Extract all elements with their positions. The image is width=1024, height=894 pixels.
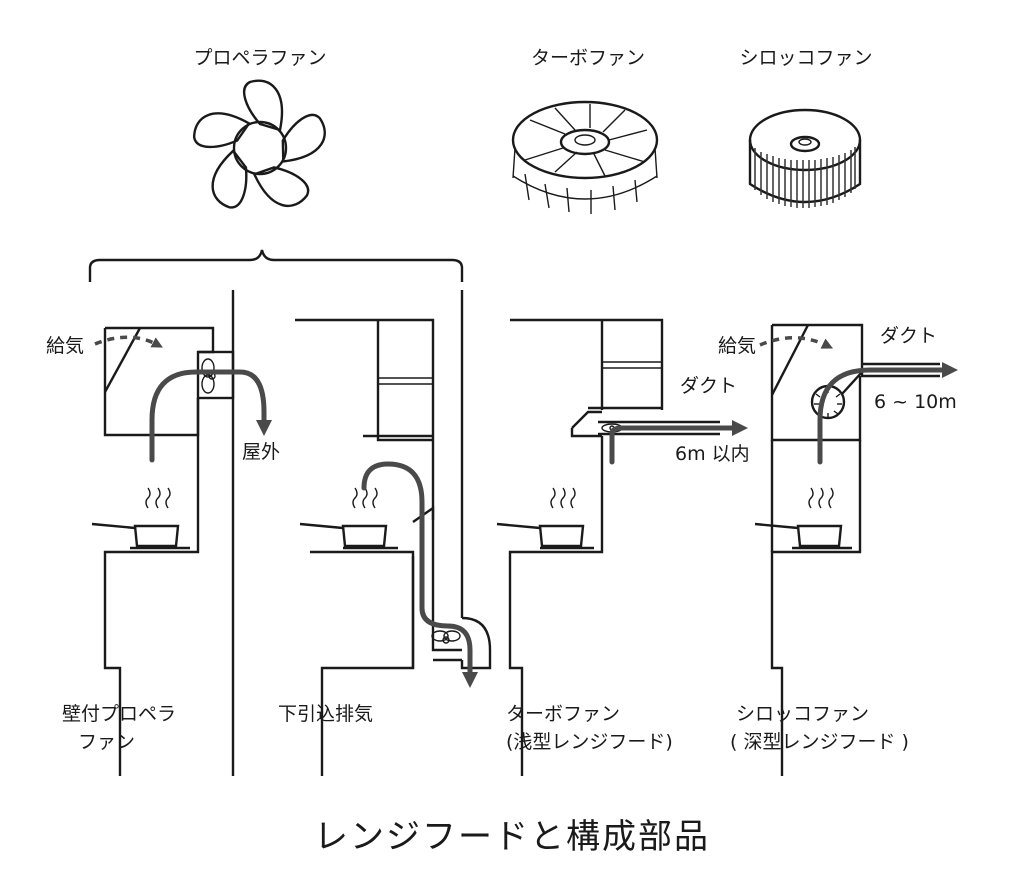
turbo-caption-line1: ターボファン — [506, 703, 620, 725]
figure-title: レンジフードと構成部品 — [314, 817, 710, 857]
sirocco-supply-label: 給気 — [718, 335, 756, 357]
turbo-caption-line2: (浅型レンジフード) — [506, 731, 673, 753]
propeller-fan-label: プロペラファン — [193, 47, 326, 69]
outdoor-label: 屋外 — [242, 441, 280, 463]
panel-sirocco: 給気 ダクト 6 ~ 10m シロッコファン ( 深型レンジフード ) — [718, 323, 959, 776]
sirocco-caption-line2: ( 深型レンジフード ) — [730, 731, 909, 753]
turbo-fan-label: ターボファン — [531, 47, 645, 69]
panel-wall-propeller: 給気 屋外 壁付プロペラ ファン — [46, 290, 280, 776]
supply-label: 給気 — [46, 335, 84, 357]
brace — [88, 249, 464, 282]
sirocco-duct-length: 6 ~ 10m — [874, 391, 957, 413]
panel-downdraft: 下引込排気 — [278, 290, 492, 776]
sirocco-fan-icon — [748, 108, 862, 208]
sirocco-caption-line1: シロッコファン — [736, 703, 869, 725]
turbo-fan-icon — [511, 100, 659, 214]
propeller-fan-icon — [192, 79, 326, 209]
panel-turbo: ダクト 6m 以内 ターボファン (浅型レンジフード) — [496, 318, 750, 776]
turbo-duct-label: ダクト — [680, 375, 737, 397]
wall-propeller-caption-line2: ファン — [78, 731, 135, 753]
sirocco-duct-label: ダクト — [880, 325, 937, 347]
sirocco-fan-label: シロッコファン — [739, 47, 872, 69]
downdraft-caption: 下引込排気 — [278, 703, 373, 725]
turbo-duct-length: 6m 以内 — [675, 443, 750, 465]
wall-propeller-caption-line1: 壁付プロペラ — [62, 703, 176, 725]
